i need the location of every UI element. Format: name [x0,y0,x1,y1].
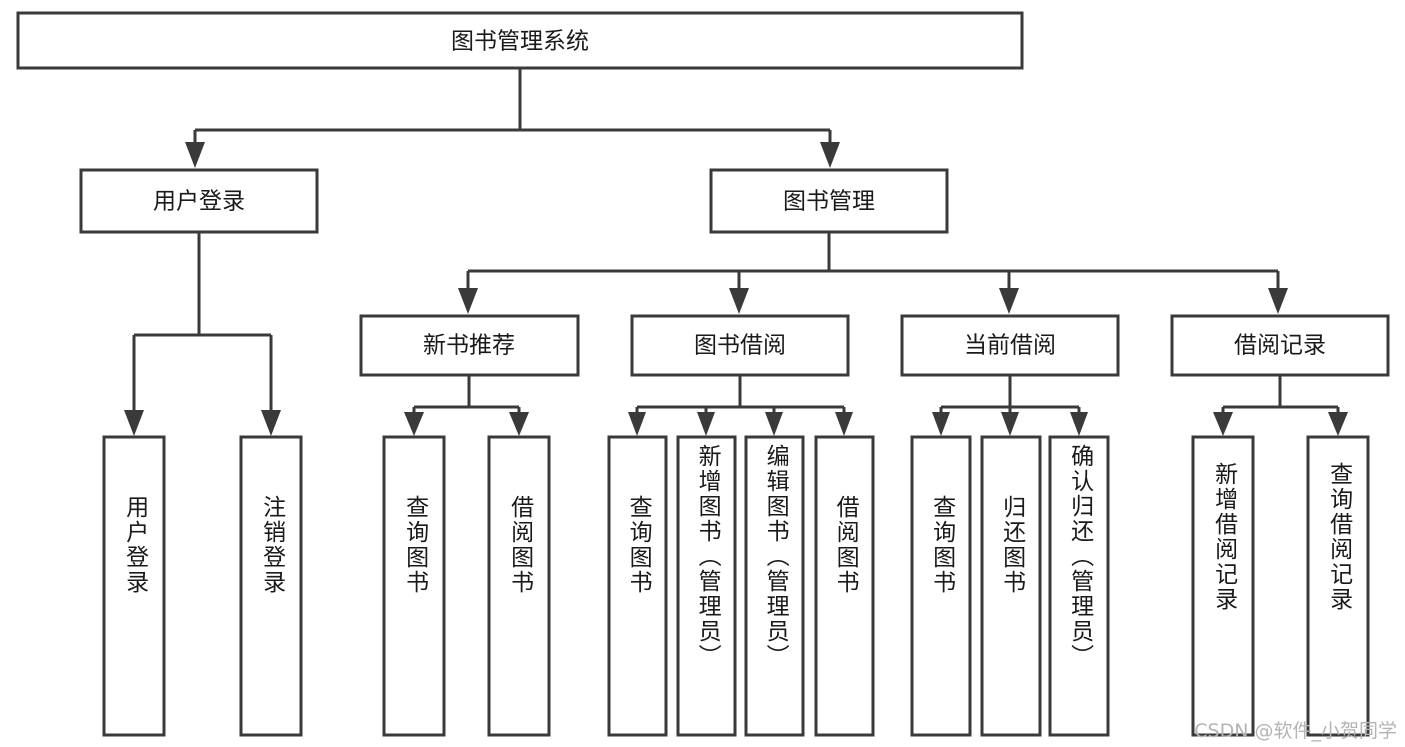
arrow-icon [1070,412,1088,436]
node-borrow-records[interactable]: 借阅记录 [1170,314,1390,377]
connector-userlogin-to-leaves [124,232,281,436]
node-current-borrow[interactable]: 当前借阅 [900,314,1120,377]
leaf-box-edit-book[interactable] [744,435,805,737]
book-management-label: 图书管理 [783,189,875,215]
user-login-label: 用户登录 [153,189,245,215]
borrow-records-label: 借阅记录 [1234,333,1326,359]
leaf-box-confirm-return[interactable] [1048,435,1110,737]
node-new-book-recommend[interactable]: 新书推荐 [359,314,580,377]
connector-bookborrow-to-leaves [628,375,853,436]
root-label: 图书管理系统 [451,29,589,55]
arrow-icon [932,412,950,436]
arrow-icon [729,288,749,314]
leaf-box-query-record[interactable] [1306,435,1370,737]
new-book-recommend-label: 新书推荐 [423,333,515,359]
arrow-icon [1213,412,1233,436]
connector-newbook-to-leaves [404,375,529,436]
arrow-icon [999,288,1019,314]
arrow-icon [628,412,646,436]
node-root[interactable]: 图书管理系统 [16,11,1024,70]
arrow-icon [697,412,715,436]
arrow-icon [820,142,840,168]
arrow-icon [509,412,529,436]
connector-borrowrecords-to-leaves [1213,375,1348,436]
leaf-box-add-book[interactable] [676,435,737,737]
arrow-icon [404,412,424,436]
leaf-box-query-book-3[interactable] [910,435,972,737]
connector-root-to-level2 [185,68,840,168]
new-book-recommend-box [359,314,580,377]
arrow-icon [1328,412,1348,436]
leaf-box-user-login[interactable] [102,435,166,737]
root-box [16,11,1024,70]
leaf-box-query-book-2[interactable] [607,435,668,737]
node-book-management[interactable]: 图书管理 [709,168,949,234]
connector-currentborrow-to-leaves [932,375,1088,436]
arrow-icon [261,410,281,436]
leaf-box-add-record[interactable] [1191,435,1255,737]
arrow-icon [1268,288,1288,314]
arrow-icon [765,412,783,436]
current-borrow-label: 当前借阅 [964,333,1056,359]
arrow-icon [1001,412,1019,436]
arrow-icon [835,412,853,436]
node-book-borrow[interactable]: 图书借阅 [630,314,850,377]
leaf-box-return-book[interactable] [980,435,1042,737]
arrow-icon [185,142,205,168]
node-user-login[interactable]: 用户登录 [79,168,319,234]
leaf-box-borrow-book-1[interactable] [487,435,551,737]
arrow-icon [124,410,144,436]
leaf-box-borrow-book-2[interactable] [814,435,875,737]
leaf-box-query-book-1[interactable] [382,435,446,737]
connector-bookmgmt-to-level3 [458,232,1288,314]
arrow-icon [458,288,478,314]
current-borrow-box [900,314,1120,377]
book-borrow-label: 图书借阅 [694,333,786,359]
leaf-box-logout[interactable] [239,435,303,737]
user-login-box [79,168,319,234]
